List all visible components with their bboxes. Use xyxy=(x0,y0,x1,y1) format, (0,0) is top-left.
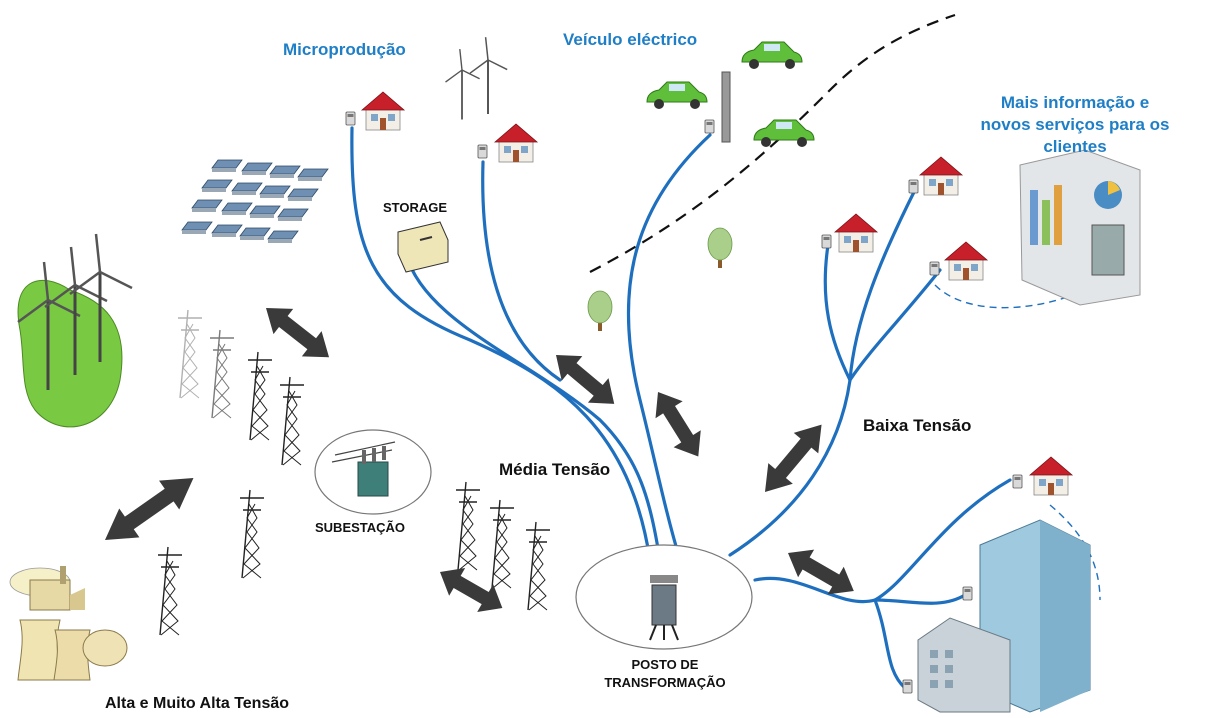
house-icon xyxy=(361,91,405,131)
car-icon xyxy=(646,81,708,110)
smart-meter-icon xyxy=(902,679,913,694)
label-mais-informacao-line3: clientes xyxy=(1043,137,1107,156)
smart-meter-icon xyxy=(345,111,356,126)
label-posto-line1: POSTO DE xyxy=(631,657,699,672)
pylon-icon xyxy=(157,546,183,636)
wind-turbine-icon xyxy=(469,36,509,115)
label-microproducao: Microprodução xyxy=(283,40,406,59)
label-mais-informacao: Mais informação e novos serviços para os… xyxy=(965,92,1185,158)
house-group-micro xyxy=(345,91,538,163)
tree-icon xyxy=(587,290,613,332)
label-storage: STORAGE xyxy=(383,200,448,215)
house-icon xyxy=(834,213,878,253)
dashboard-icon xyxy=(1019,149,1141,306)
pylon-icon xyxy=(525,521,551,611)
smart-meter-icon xyxy=(962,586,973,601)
smart-meter-icon xyxy=(929,261,940,276)
house-icon xyxy=(919,156,963,196)
label-media-tensao: Média Tensão xyxy=(499,460,611,479)
smart-meter-icon xyxy=(477,144,488,159)
substation xyxy=(314,429,432,515)
pylon-icon xyxy=(279,376,305,466)
dashed-building-link xyxy=(1049,504,1101,601)
solar-farm xyxy=(181,159,329,244)
label-veiculo-electrico: Veículo eléctrico xyxy=(563,30,698,49)
distribution-lines xyxy=(350,126,1012,690)
wind-farm xyxy=(16,232,134,428)
label-mais-informacao-line1: Mais informação e xyxy=(1000,93,1150,112)
house-icon xyxy=(1029,456,1073,496)
pylon-icon xyxy=(489,499,515,589)
ev-station xyxy=(646,41,815,148)
house-icon xyxy=(944,241,988,281)
transformer-icon xyxy=(331,441,396,497)
car-icon xyxy=(753,119,815,148)
smart-meter-icon xyxy=(1012,474,1023,489)
factory-icon xyxy=(9,566,128,681)
smart-meter-icon xyxy=(704,119,715,134)
wind-turbine-icon xyxy=(444,48,481,121)
micro-turbines xyxy=(444,36,509,121)
label-posto-line2: TRANSFORMAÇÃO xyxy=(604,675,726,690)
posto-transformacao xyxy=(575,544,753,650)
battery-icon xyxy=(397,221,449,273)
transformer-icon xyxy=(649,575,679,641)
pylon-icon xyxy=(239,489,265,579)
pylon-icon xyxy=(247,351,273,441)
label-posto-transformacao: POSTO DE TRANSFORMAÇÃO xyxy=(580,656,750,692)
label-baixa-tensao: Baixa Tensão xyxy=(863,416,972,435)
dashed-boundary xyxy=(589,13,956,273)
label-alta-tensao: Alta e Muito Alta Tensão xyxy=(105,695,290,712)
smart-meter-icon xyxy=(821,234,832,249)
pylon-icon xyxy=(177,309,203,399)
smart-meter-icon xyxy=(908,179,919,194)
car-icon xyxy=(741,41,803,70)
house-icon xyxy=(494,123,538,163)
office-building-icon xyxy=(902,519,1091,713)
tree-icon xyxy=(707,227,733,269)
label-mais-informacao-line2: novos serviços para os xyxy=(980,115,1170,134)
label-subestacao: SUBESTAÇÃO xyxy=(315,520,406,535)
pylon-icon xyxy=(455,481,481,571)
pylon-icon xyxy=(209,329,235,419)
